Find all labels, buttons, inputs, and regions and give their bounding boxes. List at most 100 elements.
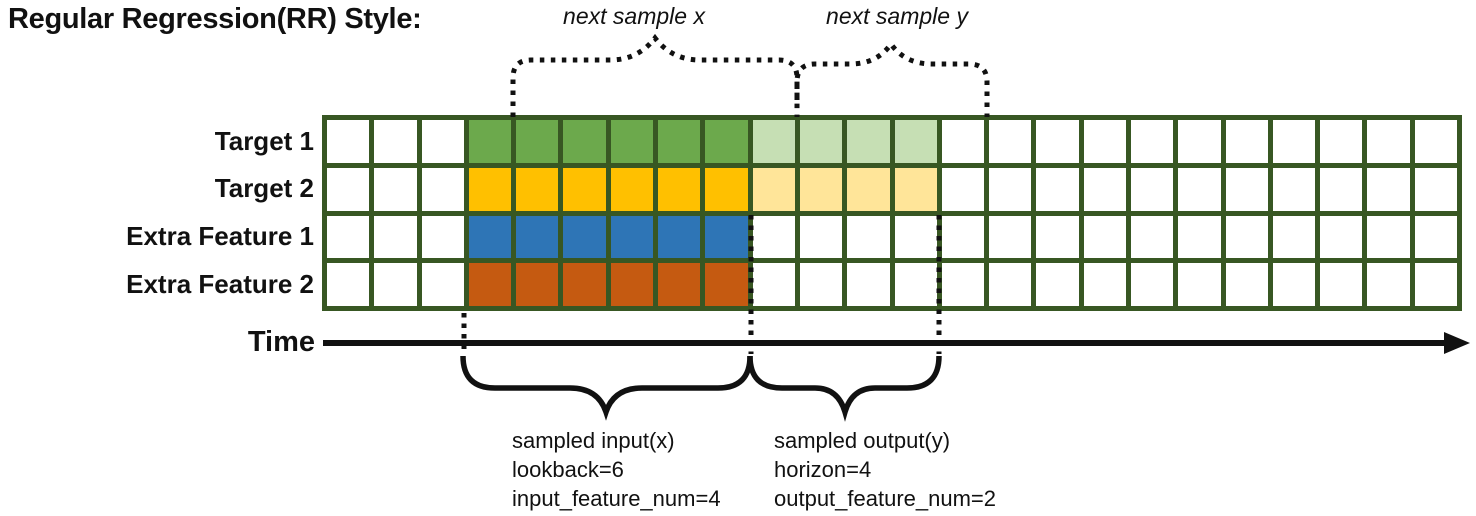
grid-cell (658, 215, 701, 259)
grid-cell (516, 167, 559, 211)
sampled-output-title: sampled output(y) (774, 428, 951, 453)
sampled-input-annotation: sampled input(x) lookback=6 input_featur… (512, 426, 721, 513)
grid-cell (1367, 215, 1410, 259)
grid-cell (1130, 120, 1174, 163)
grid-cell (374, 167, 417, 211)
grid-cell (1320, 120, 1363, 163)
time-axis-arrowhead-icon (1444, 332, 1470, 354)
grid-cell (327, 215, 370, 259)
grid-cell (1178, 167, 1221, 211)
grid-cell (847, 167, 890, 211)
next-sample-y-label: next sample y (826, 3, 968, 29)
grid-cell (989, 263, 1032, 306)
grid-cell (705, 263, 748, 306)
grid-cell (894, 167, 937, 211)
grid-cell (1178, 120, 1221, 163)
grid-cell (516, 120, 559, 163)
row-label-extra-feature-1: Extra Feature 1 (126, 221, 314, 251)
grid-cell (1036, 120, 1079, 163)
grid-cell (658, 120, 701, 163)
output-feature-num-value: output_feature_num=2 (774, 486, 997, 511)
grid-cell (989, 120, 1032, 163)
grid-cell (516, 215, 559, 259)
grid-cell (989, 215, 1032, 259)
grid-cell (752, 120, 795, 163)
next-sample-y-brace (794, 39, 990, 117)
horizon-value: horizon=4 (774, 457, 872, 482)
grid-cell (468, 167, 512, 211)
diagram-title: Regular Regression(RR) Style: (8, 3, 422, 35)
grid-cell (1414, 263, 1457, 306)
grid-cell (1225, 215, 1268, 259)
grid-cell (468, 120, 512, 163)
grid-cell (1320, 167, 1363, 211)
grid-cell (327, 120, 370, 163)
grid-cell (421, 120, 464, 163)
grid-cell (1272, 215, 1316, 259)
grid-cell (468, 215, 512, 259)
grid-cell (705, 120, 748, 163)
grid-cell (799, 167, 843, 211)
grid-cell (1036, 215, 1079, 259)
grid-cell (1367, 120, 1410, 163)
grid-cell (563, 215, 606, 259)
grid-cell (1320, 215, 1363, 259)
grid-cell (847, 215, 890, 259)
grid-cell (421, 215, 464, 259)
grid-cell (1130, 263, 1174, 306)
grid-cell (1036, 263, 1079, 306)
grid-cell (1367, 263, 1410, 306)
grid-cell (610, 120, 654, 163)
time-series-grid (322, 115, 1462, 311)
grid-cell (1036, 167, 1079, 211)
next-sample-x-label: next sample x (563, 3, 705, 29)
grid-cell (705, 215, 748, 259)
grid-cell (752, 167, 795, 211)
grid-cell (468, 263, 512, 306)
sampled-output-annotation: sampled output(y) horizon=4 output_featu… (774, 426, 996, 513)
grid-cell (1414, 215, 1457, 259)
grid-cell (610, 215, 654, 259)
grid-cell (1225, 263, 1268, 306)
grid-cell (1130, 167, 1174, 211)
grid-cell (374, 263, 417, 306)
grid-cell (563, 167, 606, 211)
grid-cell (1178, 263, 1221, 306)
sampled-output-brace (747, 355, 942, 422)
grid-cell (894, 263, 937, 306)
grid-cell (1083, 215, 1126, 259)
grid-cell (752, 263, 795, 306)
grid-cell (1272, 167, 1316, 211)
lookback-value: lookback=6 (512, 457, 624, 482)
grid-cell (847, 263, 890, 306)
grid-cell (563, 120, 606, 163)
grid-cell (421, 167, 464, 211)
input-feature-num-value: input_feature_num=4 (512, 486, 721, 511)
grid-cell (941, 263, 985, 306)
grid-cell (374, 215, 417, 259)
time-axis-label: Time (247, 326, 315, 358)
grid-cell (610, 167, 654, 211)
grid-cell (1272, 263, 1316, 306)
grid-cell (1083, 167, 1126, 211)
grid-cell (941, 215, 985, 259)
grid-cell (1367, 167, 1410, 211)
grid-cell (610, 263, 654, 306)
grid-cell (658, 167, 701, 211)
grid-cell (327, 263, 370, 306)
grid-cell (1130, 215, 1174, 259)
grid-cell (1414, 167, 1457, 211)
sampled-input-brace (460, 355, 753, 421)
grid-cell (327, 167, 370, 211)
grid-cell (799, 263, 843, 306)
grid-cell (894, 215, 937, 259)
grid-cell (705, 167, 748, 211)
grid-cell (894, 120, 937, 163)
grid-cell (1320, 263, 1363, 306)
grid-cell (658, 263, 701, 306)
next-sample-x-brace (510, 33, 800, 117)
grid-cell (847, 120, 890, 163)
grid-cell (421, 263, 464, 306)
grid-cell (1225, 120, 1268, 163)
